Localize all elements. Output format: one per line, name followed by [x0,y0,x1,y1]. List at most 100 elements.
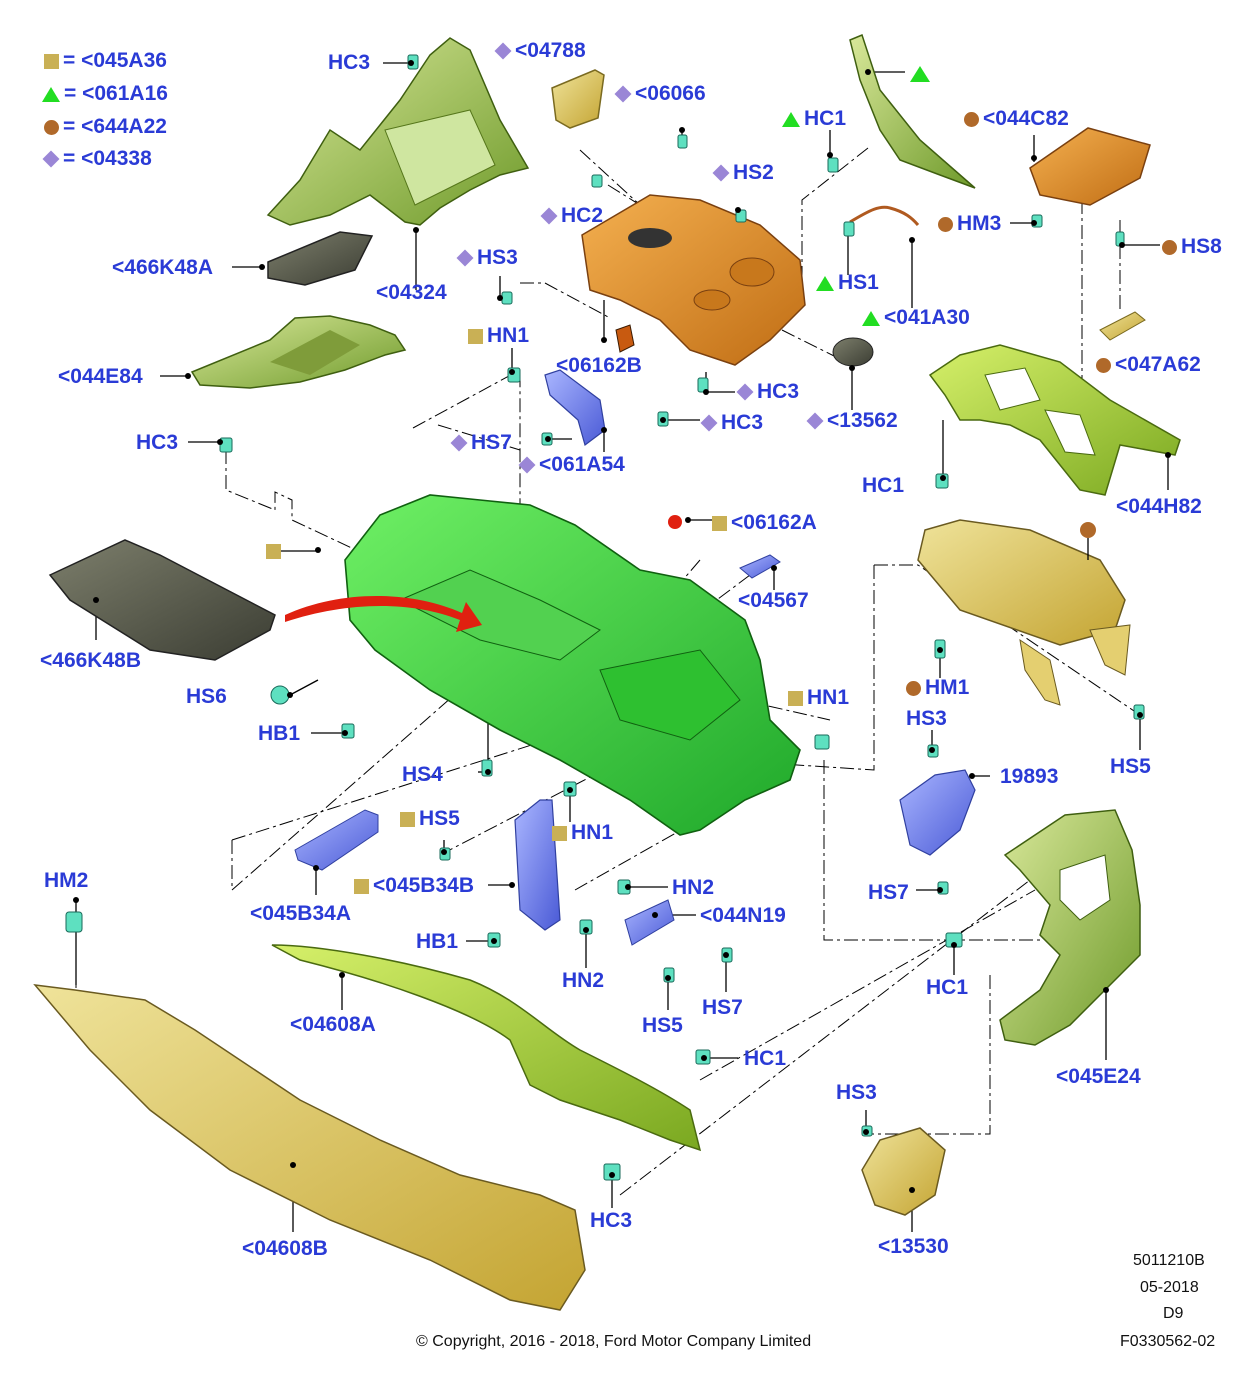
part-19893-shape [899,769,976,856]
drawing-code: 5011210B [1133,1252,1205,1269]
label-04788: <04788 [494,40,586,61]
diamond-marker-icon [42,150,60,168]
legend-square: = <045A36 [44,50,167,71]
part-13562-shape [832,337,874,367]
label-06162b: <06162B [556,354,642,377]
circle-marker-icon [1162,239,1177,255]
standalone-markers [266,66,1096,560]
label-045b34b: <045B34B [354,875,474,896]
part-466k48b-shape [48,539,276,661]
label-hb1-b: HB1 [416,930,459,953]
part-061a54-shape [544,369,606,447]
label-19893: 19893 [1000,765,1059,788]
label-04324: <04324 [376,281,447,304]
label-466k48a: <466K48A [112,256,213,279]
label-041a30: <041A30 [862,307,970,328]
circle-marker-icon [964,111,979,127]
label-hn2-a: HN2 [672,876,715,899]
square-marker-icon [354,878,369,894]
diamond-marker-icon [614,85,632,103]
label-hc3-left: HC3 [136,431,179,454]
square-marker-icon [400,811,415,827]
label-06066: <06066 [614,83,706,104]
part-cupholder-bracket-shape [581,194,806,366]
part-044h82-shape [928,344,1181,496]
label-hc3-bottom: HC3 [590,1209,633,1232]
diamond-marker-icon [712,164,730,182]
label-hn2-b: HN2 [562,969,605,992]
label-044n19: <044N19 [700,904,786,927]
legend-triangle-text: = <061A16 [64,82,168,105]
circle-marker-icon [938,216,953,232]
part-06162a-shape [668,515,682,529]
drawing-date: 05-2018 [1140,1279,1199,1296]
square-marker-icon [468,328,483,344]
label-hn1-low: HN1 [552,822,613,843]
part-main-frame-shape [344,494,801,836]
label-045b34a: <045B34A [250,902,351,925]
part-044n19-shape [624,899,675,946]
circle-marker-icon [1096,357,1111,373]
part-04788-shape [551,69,605,129]
label-hs3-bottom: HS3 [836,1081,877,1104]
leader-dots [73,60,1171,1193]
part-044e84-shape [190,315,407,389]
label-hn1-right: HN1 [788,687,849,708]
circle-marker-icon [906,680,921,696]
label-06162a: <06162A [712,512,817,533]
part-466k48a-shape [267,231,374,286]
figure-number: F0330562-02 [1120,1333,1216,1350]
label-hc3-a: HC3 [736,381,799,402]
square-marker-icon [712,515,727,531]
legend-diamond-text: = <04338 [63,147,152,170]
legend-triangle: = <061A16 [42,83,168,104]
part-044c82-shape [1029,127,1151,206]
legend-square-text: = <045A36 [63,49,167,72]
label-044c82: <044C82 [964,108,1069,129]
label-04608a: <04608A [290,1013,376,1036]
label-hs3-right: HS3 [906,707,947,730]
part-061a16-shape [849,33,976,189]
label-hm2: HM2 [44,869,89,892]
copyright-notice: © Copyright, 2016 - 2018, Ford Motor Com… [416,1333,812,1350]
diamond-marker-icon [494,42,512,60]
part-04324-shape [266,37,530,226]
part-13530-shape [861,1127,946,1216]
label-hs3-mid: HS3 [456,247,518,268]
label-hc1-right: HC1 [862,474,905,497]
install-direction-arrow [285,595,482,632]
label-hs4: HS4 [402,763,443,786]
diamond-marker-icon [736,383,754,401]
label-13562: <13562 [806,410,898,431]
label-hs5-low: HS5 [642,1014,683,1037]
part-04608a-shape [271,944,702,1152]
label-04567: <04567 [738,589,809,612]
label-hs7-mid: HS7 [450,432,512,453]
label-hc1-low: HC1 [926,976,969,999]
label-061a54: <061A54 [518,454,625,475]
part-045b34a-shape [294,809,379,871]
part-04608b-shape [33,984,586,1311]
part-045e24-shape [999,809,1141,1046]
diamond-marker-icon [540,207,558,225]
label-044h82: <044H82 [1116,495,1202,518]
triangle-marker-icon [862,310,880,326]
label-hs7-right: HS7 [868,881,909,904]
diamond-marker-icon [700,414,718,432]
triangle-marker-icon [42,86,60,102]
label-hs1: HS1 [816,272,879,293]
label-hs5-mid: HS5 [400,808,460,829]
label-hs6: HS6 [186,685,227,708]
drawing-revision: D9 [1163,1305,1184,1322]
part-047a62-shape [1099,311,1146,341]
square-marker-icon [552,825,567,841]
diamond-marker-icon [806,412,824,430]
label-466k48b: <466K48B [40,649,141,672]
label-hs2: HS2 [712,162,774,183]
part-04567-shape [739,554,781,579]
circle-marker-icon [44,119,59,135]
part-armrest-shape [917,519,1131,706]
label-044e84: <044E84 [58,365,143,388]
label-hs8: HS8 [1162,236,1222,257]
